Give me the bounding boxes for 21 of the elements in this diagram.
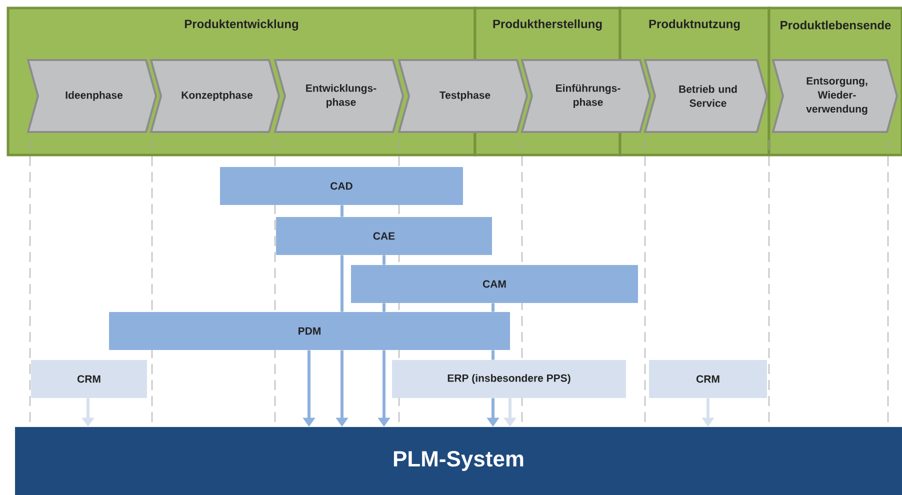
chevron-step: Ideenphase <box>26 59 158 133</box>
system-bar: CAM <box>351 265 638 303</box>
chevron-step: Einführungs- phase <box>520 59 652 133</box>
system-bar: CRM <box>31 360 147 398</box>
chevron-step: Betrieb und Service <box>644 59 768 133</box>
connector-line <box>492 303 494 312</box>
connector-line <box>340 255 344 312</box>
system-bar: CAD <box>220 167 463 205</box>
chevron-step: Entwicklungs- phase <box>274 59 404 133</box>
connector-line <box>340 205 344 217</box>
system-bar: CRM <box>649 360 767 398</box>
chevron-step: Testphase <box>398 59 528 133</box>
system-bar: CAE <box>276 217 492 255</box>
system-bar: ERP (insbesondere PPS) <box>392 360 626 398</box>
connector-line <box>492 350 494 360</box>
connector-line <box>382 303 386 312</box>
connector-line <box>382 255 386 265</box>
system-bar: PDM <box>109 312 510 350</box>
chevron-step: Konzeptphase <box>150 59 280 133</box>
chevron-step: Entsorgung, Wieder- verwendung <box>772 59 898 133</box>
system-band: PLM-System <box>15 427 902 495</box>
